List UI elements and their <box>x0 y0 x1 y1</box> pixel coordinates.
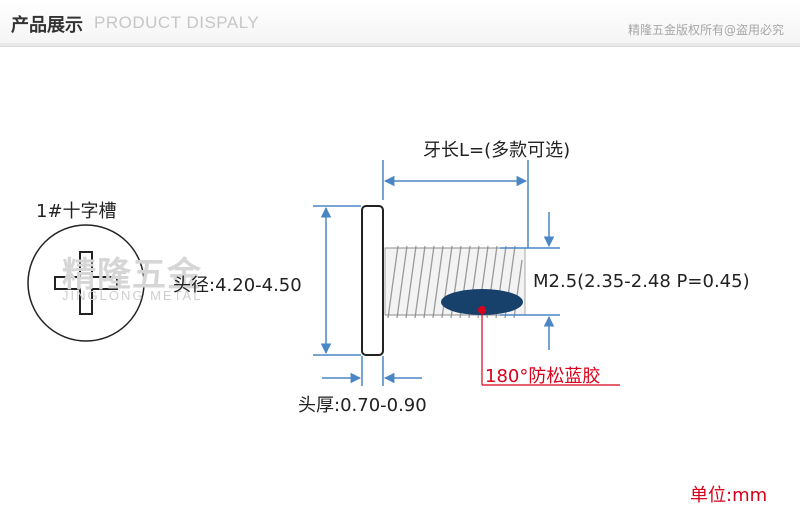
head-diameter-label: 头径:4.20-4.50 <box>173 275 302 296</box>
patch-callout-dot <box>478 306 486 314</box>
head-thickness-label: 头厚:0.70-0.90 <box>298 395 427 416</box>
phillips-cross-icon <box>54 251 118 315</box>
header-divider <box>0 43 800 46</box>
thread-length-label: 牙长L=(多款可选) <box>423 140 571 161</box>
thread-spec-label: M2.5(2.35-2.48 P=0.45) <box>533 271 750 292</box>
section-title-en: PRODUCT DISPALY <box>94 13 260 32</box>
page-header: 产品展示 PRODUCT DISPALY 精隆五金版权所有@盗用必究 <box>0 0 800 47</box>
copyright-notice: 精隆五金版权所有@盗用必究 <box>627 23 784 37</box>
section-title-cn: 产品展示 <box>11 15 83 36</box>
blue-patch <box>441 289 523 315</box>
watermark-en: JINGLONG METAL <box>62 288 203 303</box>
head-diameter-dimension <box>313 205 361 356</box>
head-thickness-dimension <box>322 356 422 386</box>
thread-length-dimension <box>382 160 529 248</box>
patch-callout-leader <box>481 310 620 386</box>
recess-label: 1#十字槽 <box>36 201 117 222</box>
head-side-view <box>361 205 384 356</box>
patch-label: 180°防松蓝胶 <box>485 366 601 387</box>
unit-label: 单位:mm <box>690 485 768 506</box>
watermark-cn: 精隆五金 <box>62 255 202 295</box>
thread-diameter-dimension <box>500 212 560 350</box>
